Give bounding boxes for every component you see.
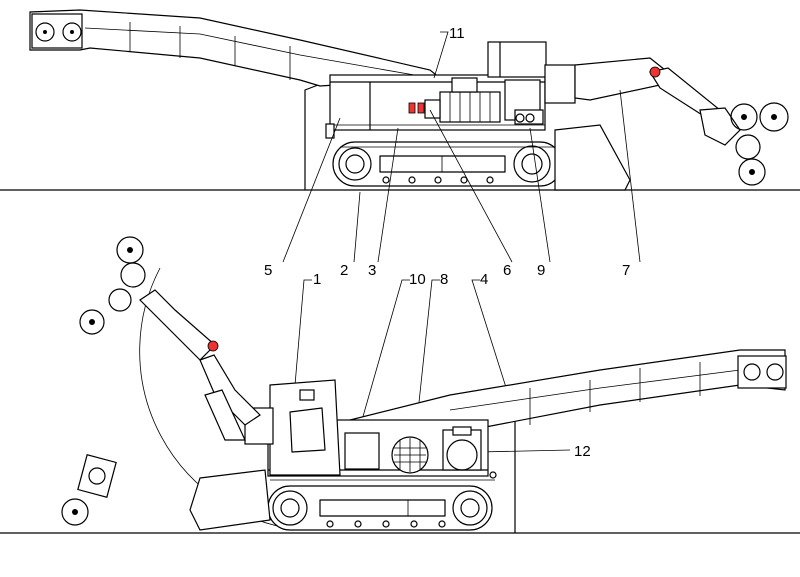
label-6: 6 xyxy=(503,262,511,279)
label-9: 9 xyxy=(537,262,545,279)
label-11: 11 xyxy=(449,25,465,42)
leader-lines xyxy=(282,31,641,453)
bottom-crawler-track xyxy=(267,471,497,531)
top-machine xyxy=(0,9,800,191)
top-shovel-plate xyxy=(554,124,631,191)
label-8: 8 xyxy=(440,271,448,288)
top-cutting-arm xyxy=(544,57,789,186)
bottom-cutting-arm xyxy=(61,236,274,526)
label-4: 4 xyxy=(480,271,488,288)
bottom-machine xyxy=(0,236,800,534)
top-wall xyxy=(304,84,319,190)
part-number-labels: 11 5 2 3 6 9 7 1 10 8 4 12 xyxy=(264,25,630,460)
label-1: 1 xyxy=(313,271,321,288)
bottom-main-body xyxy=(267,379,489,477)
label-12: 12 xyxy=(574,443,591,460)
top-crawler-track xyxy=(332,141,563,187)
top-main-body xyxy=(325,41,547,139)
bottom-wall xyxy=(505,419,516,533)
top-conveyor-boom xyxy=(29,9,442,87)
bottom-conveyor-boom xyxy=(329,349,787,441)
label-10: 10 xyxy=(409,271,426,288)
label-5: 5 xyxy=(264,262,272,279)
label-3: 3 xyxy=(368,262,376,279)
label-2: 2 xyxy=(340,262,348,279)
bottom-shovel-plate xyxy=(189,469,271,531)
label-7: 7 xyxy=(622,262,630,279)
